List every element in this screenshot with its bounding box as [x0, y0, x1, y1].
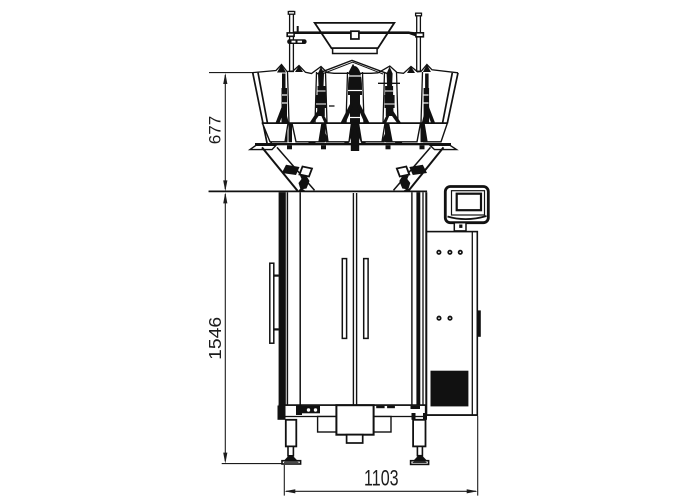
svg-text:1103: 1103 — [364, 466, 399, 491]
svg-text:677: 677 — [207, 116, 225, 145]
svg-text:1546: 1546 — [205, 317, 225, 360]
